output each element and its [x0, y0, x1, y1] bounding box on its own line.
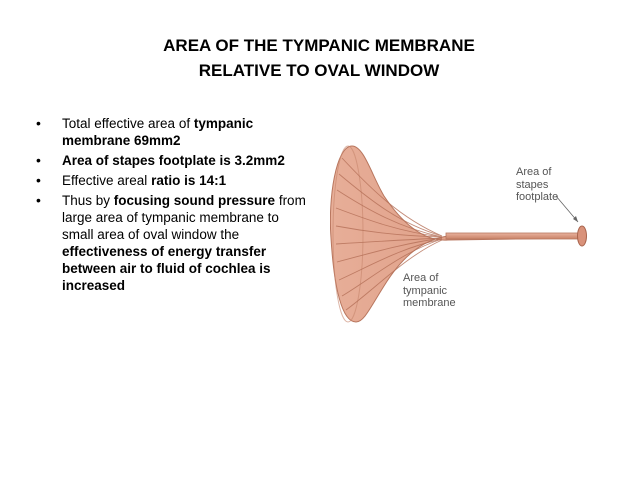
membrane-diagram: [329, 145, 587, 323]
stapes-footplate: [577, 225, 587, 247]
bullet-text: Total effective area of: [62, 116, 194, 131]
leader-arrowhead: [573, 216, 578, 222]
tympanic-membrane-shape: [329, 145, 581, 323]
bullet-text-bold: focusing sound pressure: [113, 193, 276, 208]
bullet-text-bold: Area of stapes footplate is 3.2mm2: [62, 153, 285, 168]
bullet-item: Area of stapes footplate is 3.2mm2: [36, 152, 306, 169]
bullet-text: Effective areal: [62, 173, 152, 188]
tympanic-membrane-label: Area of tympanic membrane: [403, 272, 456, 309]
slide-title-line2: RELATIVE TO OVAL WINDOW: [198, 61, 440, 80]
bullet-item: Total effective area of tympanic membran…: [36, 115, 306, 149]
tympanic-membrane-figure: Area of stapes footplate Area of tympani…: [329, 138, 590, 328]
stapes-footplate-label: Area of stapes footplate: [516, 166, 559, 203]
bullet-item: Thus by focusing sound pressure from lar…: [36, 192, 306, 294]
stapes-label-leader: [555, 195, 579, 223]
bullet-text-bold: ratio is 14:1: [151, 173, 227, 188]
bullet-text: Thus by: [62, 193, 114, 208]
bullet-text-bold: tympanic membrane 69mm2: [62, 116, 254, 148]
stapes-shaft: [445, 232, 581, 240]
bullet-list: Total effective area of tympanic membran…: [36, 115, 306, 297]
bullet-item: Effective areal ratio is 14:1: [36, 172, 306, 189]
membrane-rim: [332, 145, 364, 323]
slide-title-line1: AREA OF THE TYMPANIC MEMBRANE: [163, 36, 475, 55]
membrane-fibers: [335, 157, 443, 311]
bullet-text-bold: effectiveness of energy transfer between…: [62, 244, 271, 293]
bullet-text: from large area of tympanic membrane to …: [62, 193, 306, 242]
